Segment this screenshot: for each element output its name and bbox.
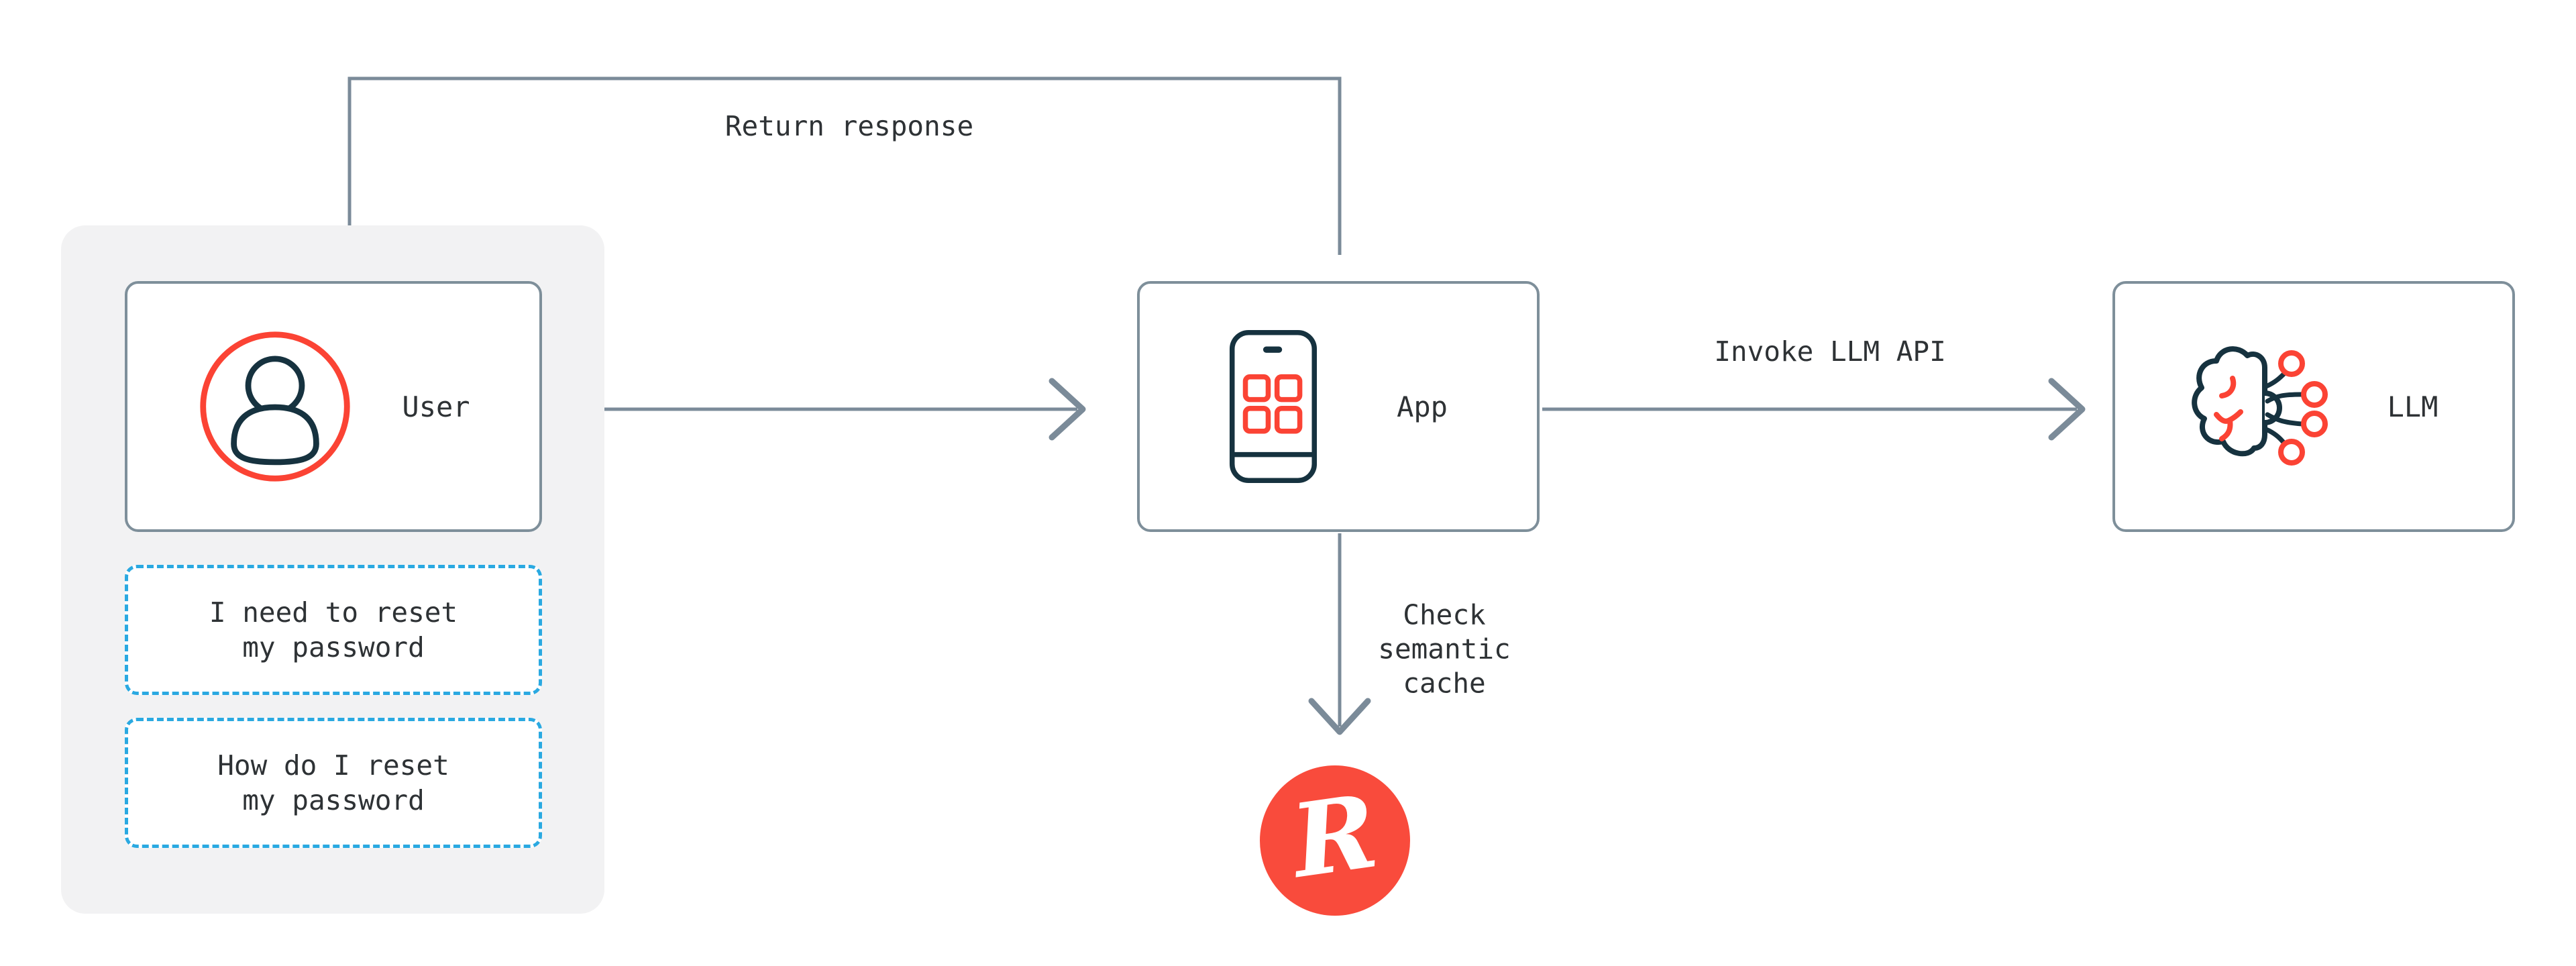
edge-check-cache-arrowhead-icon [1308,698,1371,735]
edge-return-response-label: Return response [724,110,974,142]
user-query-2-line-2: my password [242,784,425,816]
node-user-label: User [402,390,470,423]
user-query-1-line-1: I need to reset [209,596,458,629]
edge-check-cache-label-line-3: cache [1403,667,1486,700]
edge-check-cache-label-line-2: semantic [1378,633,1511,665]
user-query-2-line-1: How do I reset [217,749,449,782]
redis-logo: R [1260,765,1410,916]
node-user: User [125,281,542,532]
edge-check-cache-label: Check semantic cache [1378,598,1510,701]
user-icon [200,331,351,482]
smartphone-icon [1230,329,1318,484]
redis-letter: R [1285,772,1385,901]
edge-invoke-llm-label: Invoke LLM API [1714,335,1946,368]
edge-check-cache-label-line-1: Check [1403,598,1486,631]
node-app-label: App [1397,390,1448,423]
edge-user-to-app-arrowhead-icon [1049,378,1086,441]
node-llm-label: LLM [2387,390,2438,423]
edge-invoke-llm-arrowhead-icon [2048,378,2086,441]
brain-icon [2191,346,2328,466]
user-query-1: I need to reset my password [125,565,542,695]
user-query-1-line-2: my password [242,631,425,663]
user-query-2: How do I reset my password [125,718,542,848]
node-app: App [1137,281,1540,532]
node-llm: LLM [2112,281,2515,532]
